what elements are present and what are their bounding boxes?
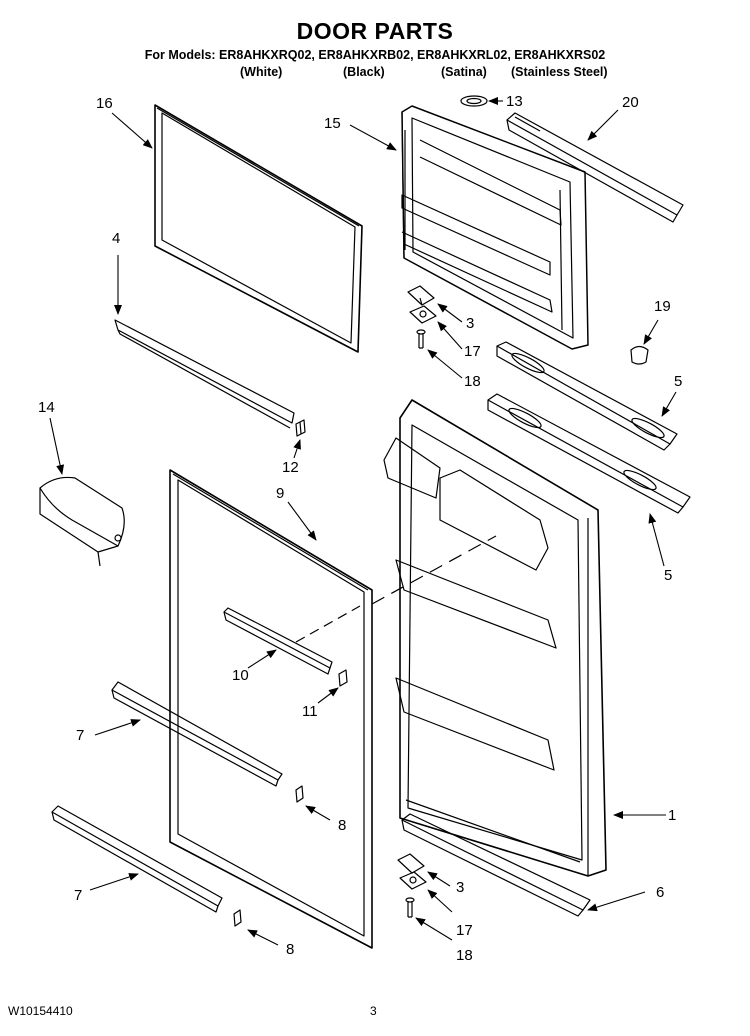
- callout-18-lower: 18: [456, 947, 473, 964]
- callout-5-upper: 5: [674, 373, 682, 390]
- trim-end-cap-upper: [295, 785, 304, 803]
- callout-11: 11: [302, 703, 318, 720]
- fresh-food-trim-end-cap: [338, 669, 348, 687]
- plug-button: [630, 345, 649, 365]
- handle-mount-lower: [487, 393, 691, 514]
- models-line: For Models: ER8AHKXRQ02, ER8AHKXRB02, ER…: [144, 48, 606, 62]
- callout-7-upper: 7: [76, 727, 84, 744]
- callout-17-lower: 17: [456, 922, 473, 939]
- callout-10: 10: [232, 667, 249, 684]
- callout-5-lower: 5: [664, 567, 672, 584]
- callout-14: 14: [38, 399, 55, 416]
- callout-15: 15: [324, 115, 341, 132]
- callout-8-lower: 8: [286, 941, 294, 958]
- callout-7-lower: 7: [74, 887, 82, 904]
- center-hinge: [407, 285, 435, 306]
- callout-6: 6: [656, 884, 664, 901]
- freezer-door: [401, 105, 589, 350]
- freezer-door-trim: [114, 319, 295, 429]
- fresh-food-door-gasket: [169, 469, 373, 949]
- dairy-door: [39, 476, 125, 567]
- callout-9: 9: [276, 485, 284, 502]
- callout-3-upper: 3: [466, 315, 474, 332]
- callout-16: 16: [96, 95, 113, 112]
- freezer-trim-end-cap: [295, 419, 306, 437]
- callout-17-upper: 17: [464, 343, 481, 360]
- callout-8-upper: 8: [338, 817, 346, 834]
- fresh-food-trim: [223, 607, 333, 675]
- finish-black: (Black): [343, 65, 385, 79]
- callout-1: 1: [668, 807, 676, 824]
- door-trim-lower: [51, 805, 223, 913]
- page-title: DOOR PARTS: [296, 18, 454, 44]
- callout-3-lower: 3: [456, 879, 464, 896]
- document-number: W10154410: [8, 1004, 73, 1018]
- freezer-door-plug: [460, 95, 488, 107]
- callout-19: 19: [654, 298, 671, 315]
- finish-satina: (Satina): [441, 65, 487, 79]
- callout-4: 4: [112, 230, 120, 247]
- callout-13: 13: [506, 93, 523, 110]
- freezer-door-gasket: [154, 104, 363, 353]
- door-trim-upper: [111, 681, 283, 787]
- callout-12: 12: [282, 459, 299, 476]
- page-number: 3: [370, 1004, 377, 1018]
- trim-end-cap-lower: [233, 909, 242, 927]
- fresh-food-door: [383, 399, 607, 877]
- callout-20: 20: [622, 94, 639, 111]
- hinge-screw-lower: [405, 897, 415, 918]
- hinge-shim-lower: [399, 871, 427, 890]
- callout-18-upper: 18: [464, 373, 481, 390]
- door-bottom-trim: [401, 813, 591, 917]
- hinge-screw-upper: [416, 329, 426, 349]
- bottom-hinge: [397, 853, 425, 874]
- handle-mount-upper: [496, 341, 678, 451]
- finish-white: (White): [240, 65, 283, 79]
- finish-stainless: (Stainless Steel): [511, 65, 608, 79]
- freezer-handle-top: [506, 112, 684, 223]
- hinge-shim-upper: [409, 305, 437, 324]
